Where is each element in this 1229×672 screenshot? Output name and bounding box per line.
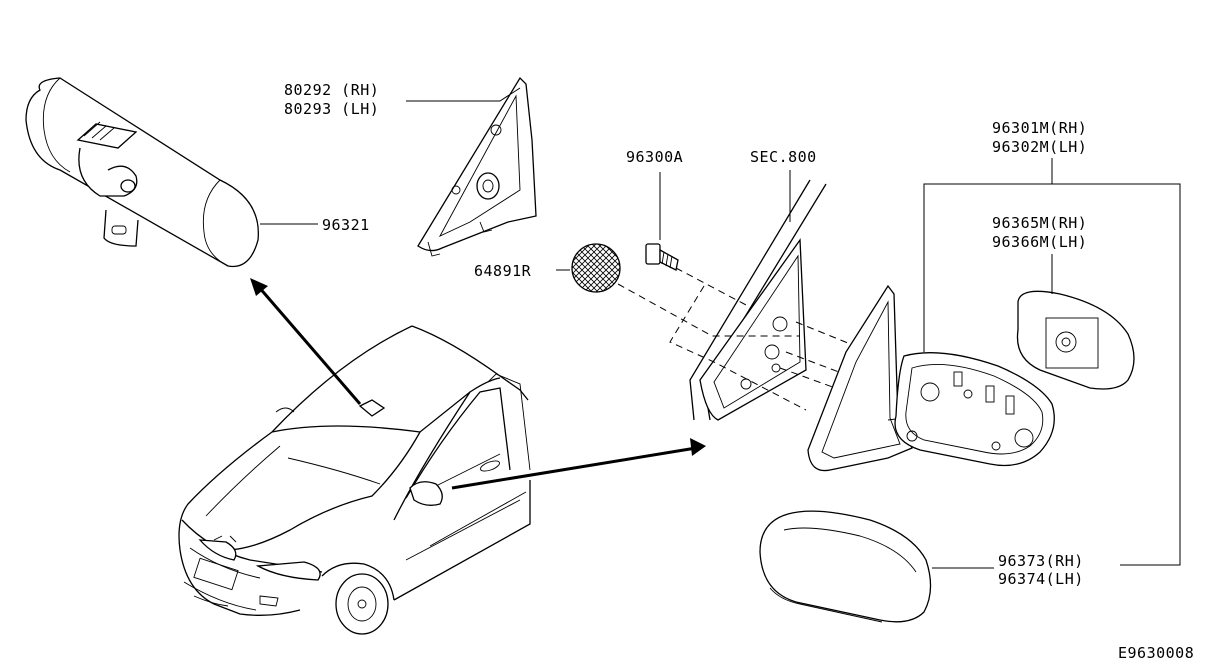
label-cap-rh: 96373(RH) (998, 552, 1084, 570)
label-mirror-assy-lh: 96302M(LH) (992, 138, 1087, 156)
label-mirror-assy-rh: 96301M(RH) (992, 119, 1087, 137)
label-inner-mirror: 96321 (322, 216, 370, 234)
leader-corner-cover (406, 87, 521, 102)
label-glass-lh: 96366M(LH) (992, 233, 1087, 251)
inner-mirror-drawing (25, 77, 259, 268)
mirror-housing-drawing (894, 352, 1055, 467)
corner-cover-drawing (417, 76, 537, 257)
label-corner-cover-rh: 80292 (RH) (284, 81, 379, 99)
diagram-id: E9630008 (1118, 644, 1194, 662)
screw-drawing (645, 243, 679, 271)
assembly-bracket (923, 183, 1181, 566)
label-section-ref: SEC.800 (750, 148, 817, 166)
label-grommet: 64891R (474, 262, 532, 280)
label-screw: 96300A (626, 148, 683, 166)
grommet-drawing (571, 243, 621, 293)
label-corner-cover-lh: 80293 (LH) (284, 100, 379, 118)
car-drawing (178, 325, 531, 635)
pointer-arrows (250, 278, 706, 490)
label-cap-lh: 96374(LH) (998, 570, 1084, 588)
mirror-glass-drawing (1016, 290, 1135, 390)
mirror-cap-drawing (759, 510, 932, 623)
door-frame-drawing (689, 179, 827, 421)
label-glass-rh: 96365M(RH) (992, 214, 1087, 232)
